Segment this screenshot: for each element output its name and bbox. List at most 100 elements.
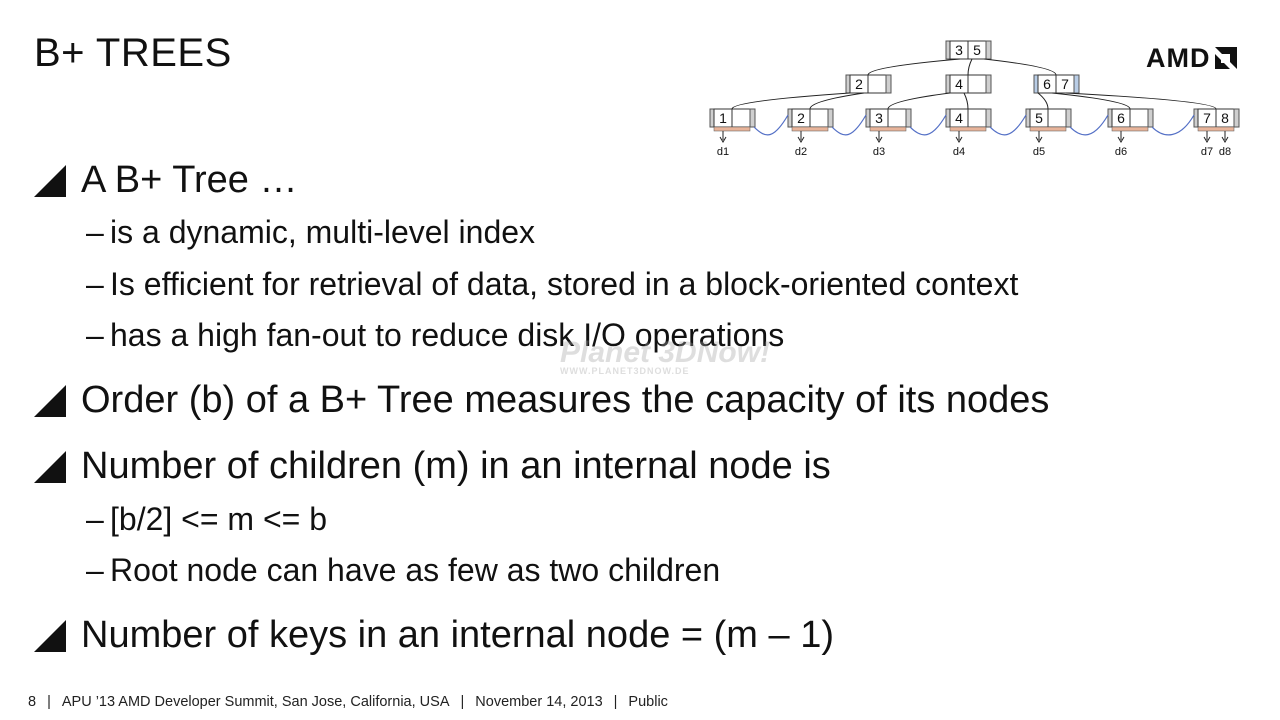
internal-node-ptr	[945, 74, 951, 94]
watermark-url: WWW.PLANET3DNOW.DE	[560, 366, 690, 376]
leaf-data-bar	[1111, 126, 1149, 132]
sub-bullet: – Is efficient for retrieval of data, st…	[86, 265, 1018, 303]
leaf-node-key: 6	[1117, 110, 1125, 126]
internal-node-key: 6	[1043, 76, 1051, 92]
internal-node-key: 4	[955, 76, 963, 92]
leaf-node-key: 1	[719, 110, 727, 126]
data-label: d4	[953, 146, 965, 158]
leaf-data-bar	[1197, 126, 1235, 132]
leaf-node-ptr	[709, 108, 715, 128]
triangle-bullet-icon	[34, 451, 66, 483]
sub-bullet-text: Root node can have as few as two childre…	[110, 552, 721, 588]
page-number: 8	[28, 694, 37, 710]
root-node-ptr	[985, 40, 992, 60]
internal-node-cell	[867, 74, 887, 94]
data-arrow-head	[719, 136, 727, 143]
sibling-link	[909, 114, 947, 136]
dash-marker: –	[86, 317, 104, 353]
footer-separator: |	[460, 694, 465, 710]
root-node-key: 5	[973, 42, 981, 58]
bullet-children: Number of children (m) in an internal no…	[34, 444, 831, 488]
data-arrow-head	[1203, 136, 1211, 143]
leaf-node-key: 7	[1203, 110, 1211, 126]
sub-bullet-text: Is efficient for retrieval of data, stor…	[110, 266, 1019, 302]
data-arrow-head	[1221, 136, 1229, 143]
leaf-node-cell	[809, 108, 829, 128]
sibling-link	[753, 114, 789, 136]
leaf-data-bar	[949, 126, 987, 132]
sub-bullet-text: is a dynamic, multi-level index	[110, 214, 536, 250]
data-label: d5	[1033, 146, 1045, 158]
internal-leaf-link	[1037, 92, 1049, 110]
sibling-link	[1069, 114, 1109, 136]
leaf-node-key: 3	[875, 110, 883, 126]
root-child-link	[867, 58, 961, 76]
leaf-node-ptr	[1147, 108, 1154, 128]
footer-date: November 14, 2013	[475, 694, 603, 710]
leaf-node-ptr	[1193, 108, 1199, 128]
data-label: d8	[1219, 146, 1231, 158]
leaf-node-ptr	[827, 108, 834, 128]
internal-leaf-link	[809, 92, 865, 110]
internal-leaf-link	[731, 92, 851, 110]
data-arrow-head	[875, 136, 883, 143]
bullet-text: Order (b) of a B+ Tree measures the capa…	[81, 379, 1050, 421]
dash-marker: –	[86, 266, 104, 302]
leaf-node-cell	[1129, 108, 1149, 128]
sibling-link	[1151, 114, 1195, 136]
slide-title: B+ TREES	[34, 31, 232, 75]
footer-separator: |	[613, 694, 618, 710]
leaf-node-cell	[731, 108, 751, 128]
leaf-node-ptr	[1025, 108, 1031, 128]
leaf-node-cell	[887, 108, 907, 128]
leaf-data-bar	[713, 126, 751, 132]
data-arrow-head	[955, 136, 963, 143]
data-arrow-head	[1035, 136, 1043, 143]
footer: 8 | APU ’13 AMD Developer Summit, San Jose…	[28, 693, 668, 711]
footer-classification: Public	[628, 694, 668, 710]
root-node-ptr	[945, 40, 951, 60]
sub-bullet: – [b/2] <= m <= b	[86, 500, 327, 538]
leaf-node-ptr	[985, 108, 992, 128]
leaf-node-ptr	[749, 108, 756, 128]
root-child-link	[967, 58, 973, 76]
leaf-node-ptr	[1065, 108, 1072, 128]
dash-marker: –	[86, 214, 104, 250]
data-label: d3	[873, 146, 885, 158]
data-label: d6	[1115, 146, 1127, 158]
internal-leaf-link	[1065, 92, 1217, 110]
dash-marker: –	[86, 552, 104, 588]
footer-event: APU ’13 AMD Developer Summit, San Jose, …	[61, 694, 450, 710]
dash-marker: –	[86, 501, 104, 537]
internal-leaf-link	[887, 92, 951, 110]
leaf-node-ptr	[787, 108, 793, 128]
triangle-bullet-icon	[34, 385, 66, 417]
bullet-order: Order (b) of a B+ Tree measures the capa…	[34, 378, 1049, 422]
sub-bullet: – has a high fan-out to reduce disk I/O …	[86, 316, 784, 354]
bullet-keys: Number of keys in an internal node = (m …	[34, 613, 834, 657]
root-child-link	[983, 58, 1057, 76]
bullet-b-plus-tree: A B+ Tree …	[34, 158, 298, 202]
data-arrow-head	[1117, 136, 1125, 143]
internal-node-cell	[967, 74, 987, 94]
bullet-text: Number of children (m) in an internal no…	[81, 445, 831, 487]
amd-logo: AMD	[1146, 44, 1239, 72]
data-arrow-head	[797, 136, 805, 143]
leaf-node-key: 4	[955, 110, 963, 126]
leaf-node-ptr	[905, 108, 912, 128]
internal-node-key: 2	[855, 76, 863, 92]
leaf-node-cell	[1047, 108, 1067, 128]
leaf-node-ptr	[1233, 108, 1240, 128]
internal-leaf-link	[1051, 92, 1131, 110]
root-node-key: 3	[955, 42, 963, 58]
internal-node-ptr	[985, 74, 992, 94]
internal-node-key: 7	[1061, 76, 1069, 92]
data-label: d1	[717, 146, 729, 158]
data-label: d7	[1201, 146, 1213, 158]
footer-separator: |	[47, 694, 51, 710]
leaf-node-cell	[967, 108, 987, 128]
sub-bullet-text: [b/2] <= m <= b	[110, 501, 328, 537]
internal-node-ptr	[885, 74, 892, 94]
data-label: d2	[795, 146, 807, 158]
